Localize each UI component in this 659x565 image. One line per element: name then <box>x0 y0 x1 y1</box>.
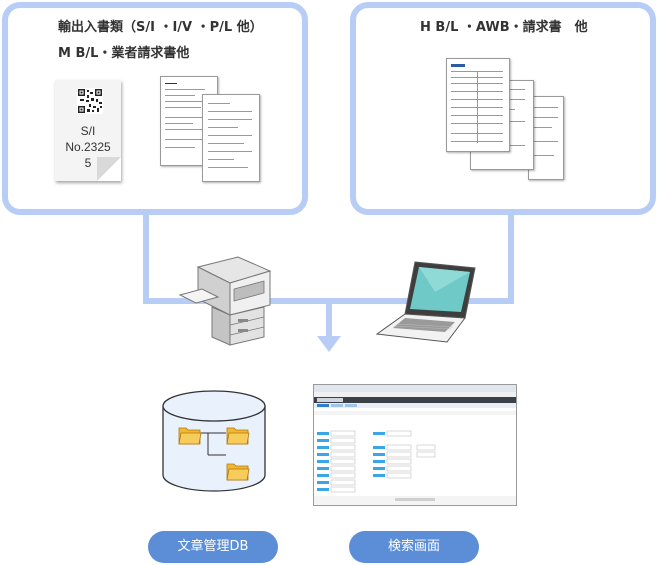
receipt-folded-corner <box>97 157 121 181</box>
arrow-down-icon <box>317 336 341 352</box>
laptop-icon <box>375 261 476 343</box>
connector-left-vertical <box>143 213 149 304</box>
connector-down <box>326 298 332 340</box>
document-icon <box>202 94 260 182</box>
left-panel-title-line1: 輸出入書類（S/I ・I/V ・P/L 他） <box>58 20 263 35</box>
copier-icon <box>178 256 272 346</box>
right-panel-title: H B/L ・AWB・請求書 他 <box>420 20 588 35</box>
document-icon <box>446 58 510 152</box>
receipt-document: S/I No.2325 5 <box>55 80 121 181</box>
receipt-line-1: S/I <box>80 124 96 138</box>
receipt-line-3: 5 <box>84 156 92 170</box>
browser-screenshot-icon <box>313 384 517 506</box>
folder-icon <box>226 427 250 445</box>
folder-icon <box>178 427 202 445</box>
right-document-panel <box>350 2 656 215</box>
left-panel-title-line2: M B/L・業者請求書他 <box>58 46 190 61</box>
qr-code-icon <box>77 88 103 114</box>
database-label-pill: 文章管理DB <box>148 531 278 563</box>
connector-right-vertical <box>508 213 514 304</box>
left-documents-icon <box>160 76 260 182</box>
right-documents-icon <box>446 58 566 182</box>
database-icon <box>162 390 266 492</box>
folder-icon <box>226 463 250 481</box>
receipt-line-2: No.2325 <box>65 140 111 154</box>
search-screen-label-pill: 検索画面 <box>349 531 479 563</box>
